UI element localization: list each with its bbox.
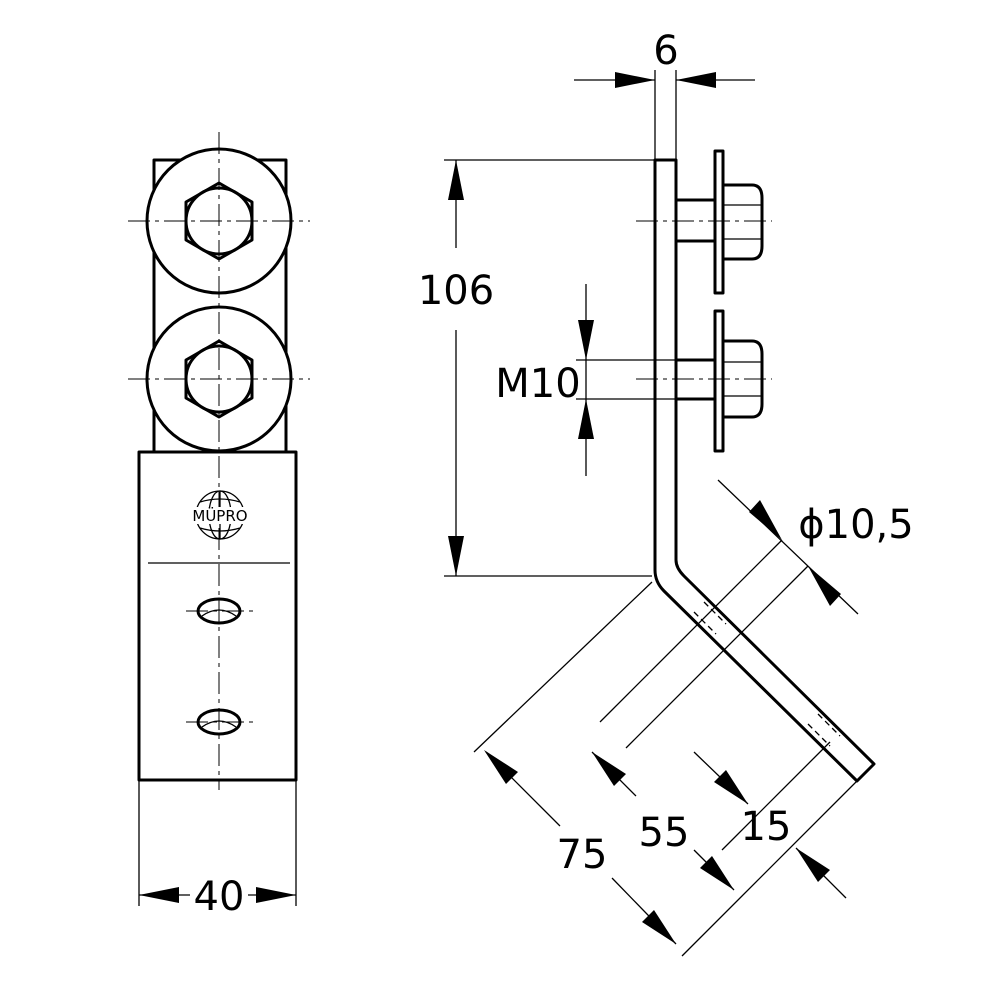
dimension-height-label: 106 bbox=[418, 268, 494, 314]
dimension-thickness: 6 bbox=[574, 28, 755, 160]
dimension-height: 106 bbox=[418, 159, 655, 577]
hex-nut-bottom-icon bbox=[184, 339, 254, 419]
logo-text: MÜPRO bbox=[192, 506, 247, 525]
dimension-width-label: 40 bbox=[194, 874, 245, 920]
dimension-hole-label: ϕ10,5 bbox=[798, 502, 913, 548]
dimension-hole: ϕ10,5 bbox=[599, 479, 914, 749]
dimension-offset-15-label: 15 bbox=[741, 804, 792, 850]
dimension-offset-15: 15 bbox=[693, 741, 847, 899]
side-nut-bottom-icon bbox=[721, 339, 764, 419]
dimension-thickness-label: 6 bbox=[653, 28, 678, 74]
front-view: MÜPRO 40 bbox=[128, 132, 310, 920]
side-view: 6 106 M10 ϕ10,5 bbox=[418, 28, 914, 957]
dimension-thread: M10 bbox=[495, 284, 676, 476]
side-nut-top-icon bbox=[721, 183, 764, 261]
dimension-thread-label: M10 bbox=[495, 361, 580, 407]
dimension-offset-75-label: 75 bbox=[557, 832, 608, 878]
mupro-logo-icon: MÜPRO bbox=[191, 490, 249, 540]
dimension-offset-55-label: 55 bbox=[639, 810, 690, 856]
front-lower-plate bbox=[137, 450, 298, 782]
dimension-offset-55: 55 bbox=[591, 751, 735, 891]
dimension-width: 40 bbox=[138, 780, 297, 920]
dimension-offset-75: 75 bbox=[473, 581, 875, 957]
side-bracket-profile bbox=[653, 158, 876, 783]
